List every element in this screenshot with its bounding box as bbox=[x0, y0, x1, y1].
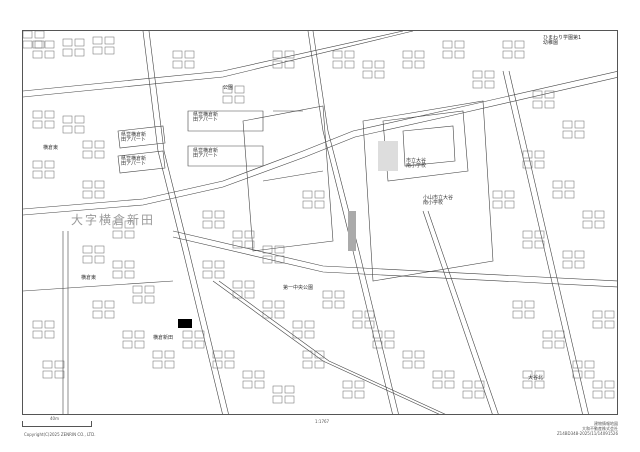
meta-line-2: 大和不動産株式会社 bbox=[582, 426, 618, 431]
meta-line-3: Z14BD348-2025/11/14091526 bbox=[556, 431, 618, 436]
apartment-label-1: 県営横倉新田アパート bbox=[193, 112, 219, 123]
map-metadata: 建物情報地図 大和不動産株式会社 Z14BD348-2025/11/140915… bbox=[557, 421, 618, 436]
map-drawing bbox=[23, 31, 617, 414]
copyright-text: Copyright(C)2025 ZENRIN CO., LTD. bbox=[24, 432, 96, 437]
school-grounds-label: 小山市立大谷南小学校 bbox=[423, 195, 454, 206]
kindergarten-label: ひまわり学園第1幼稚園 bbox=[543, 35, 582, 46]
street-label-1: 横倉東 bbox=[43, 145, 59, 151]
street-label-2: 横倉東 bbox=[81, 275, 97, 281]
scale-ratio: 1:1767 bbox=[315, 419, 330, 424]
map-canvas[interactable]: 大字横倉新田 市立大谷南小学校 小山市立大谷南小学校 ひまわり学園第1幼稚園 県… bbox=[22, 30, 618, 415]
apartment-label-3: 県営横倉新田アパート bbox=[121, 132, 147, 143]
meta-line-1: 建物情報地図 bbox=[594, 421, 618, 426]
school-building-label: 市立大谷南小学校 bbox=[406, 158, 427, 169]
street-label-4: 第一中央公園 bbox=[283, 285, 314, 291]
area-label: 大字横倉新田 bbox=[71, 213, 156, 227]
apartment-label-4: 県営横倉新田アパート bbox=[121, 156, 147, 167]
street-label-5: 大谷北 bbox=[528, 375, 544, 381]
apartment-label-2: 県営横倉新田アパート bbox=[193, 148, 219, 159]
street-label-3: 横倉新田 bbox=[153, 335, 174, 341]
target-parcel bbox=[178, 319, 192, 328]
scale-bar-label: 40m bbox=[50, 416, 59, 421]
scale-bar bbox=[22, 421, 92, 427]
park-label: 公園 bbox=[223, 85, 234, 91]
